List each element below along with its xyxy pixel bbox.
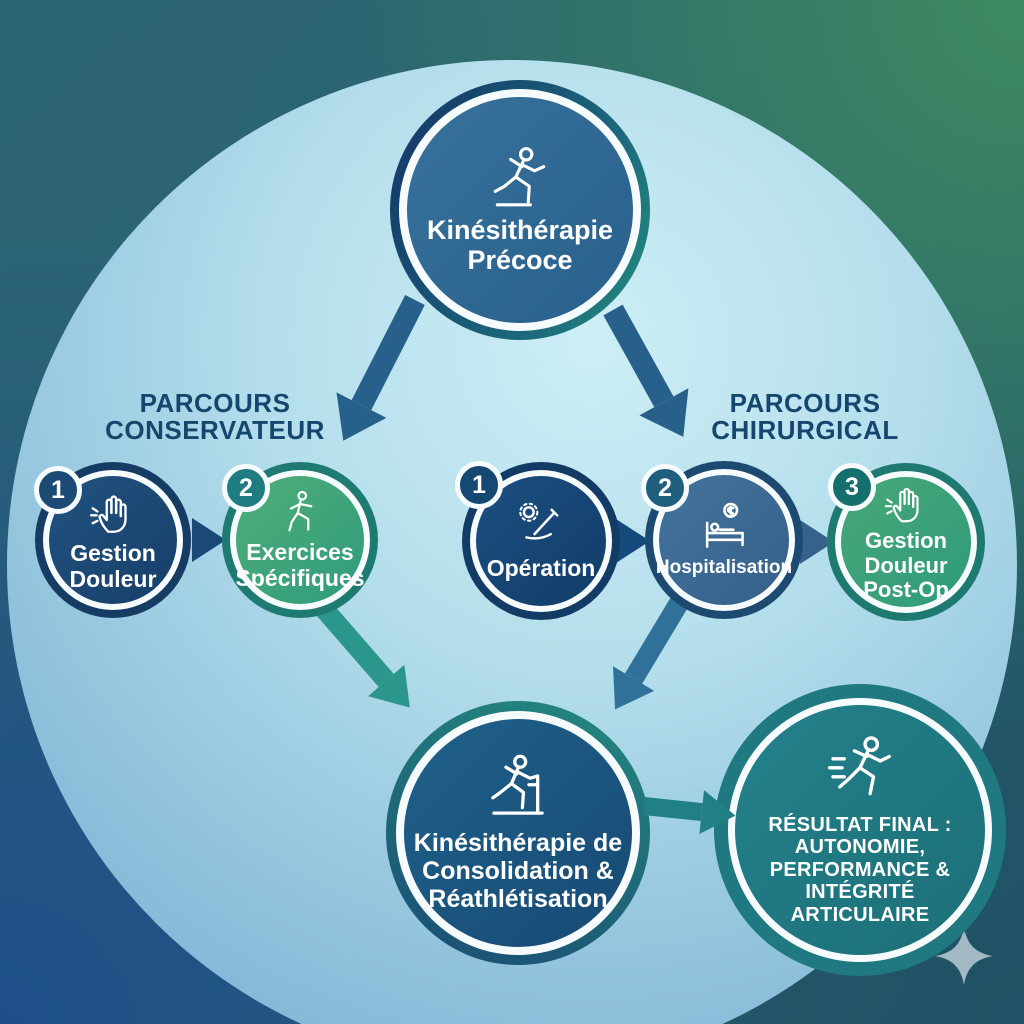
sparkle-icon: [934, 926, 994, 986]
step-number-badge: 2: [222, 464, 270, 512]
node-kinesitherapie-consolidation: Kinésithérapie de Consolidation & Réathl…: [386, 701, 650, 965]
treadmill-runner-icon: [491, 754, 544, 815]
step-number-badge: 2: [641, 464, 689, 512]
consolidation-node-label: Kinésithérapie de Consolidation & Réathl…: [413, 829, 623, 913]
step-number-badge: 3: [828, 463, 876, 511]
step-number: 1: [51, 475, 65, 504]
runner-icon: [493, 146, 546, 207]
hand-pain-icon: [89, 495, 127, 533]
step-number: 2: [239, 473, 253, 502]
result-node-label: RÉSULTAT FINAL : AUTONOMIE, PERFORMANCE …: [768, 814, 952, 926]
exercise-person-icon: [288, 490, 313, 532]
step-number-badge: 1: [34, 466, 82, 514]
step-number: 2: [658, 473, 672, 502]
root-node-label: Kinésithérapie Précoce: [426, 214, 614, 275]
arrow-consolidation-to-result: [643, 790, 738, 838]
connector-gestion-to-exercices: [192, 518, 226, 562]
node-resultat-final: RÉSULTAT FINAL : AUTONOMIE, PERFORMANCE …: [714, 684, 1006, 976]
step-label: Exercices Spécifiques: [235, 538, 365, 591]
node-kinesitherapie-precoce: Kinésithérapie Précoce: [390, 80, 650, 340]
heading-parcours-chirurgical: PARCOURS CHIRURGICAL: [711, 388, 899, 446]
hospital-bed-icon: [705, 503, 744, 549]
step-label: Gestion Douleur Post-Op: [863, 528, 949, 603]
step-number-badge: 1: [455, 461, 503, 509]
connector-operation-to-hospitalisation: [616, 519, 650, 563]
heading-parcours-conservateur: PARCOURS CONSERVATEUR: [105, 388, 325, 446]
step-label: Opération: [486, 555, 596, 582]
sprinter-icon: [827, 736, 891, 796]
scalpel-gear-icon: [519, 502, 559, 540]
hand-pain-icon: [884, 487, 919, 523]
step-label: Hospitalisation: [655, 557, 793, 579]
step-label: Gestion Douleur: [69, 539, 157, 592]
step-number: 1: [472, 470, 486, 499]
step-number: 3: [845, 472, 859, 501]
node-operation: Opération: [462, 462, 620, 620]
node-exercices-specifiques: Exercices Spécifiques: [222, 462, 378, 618]
